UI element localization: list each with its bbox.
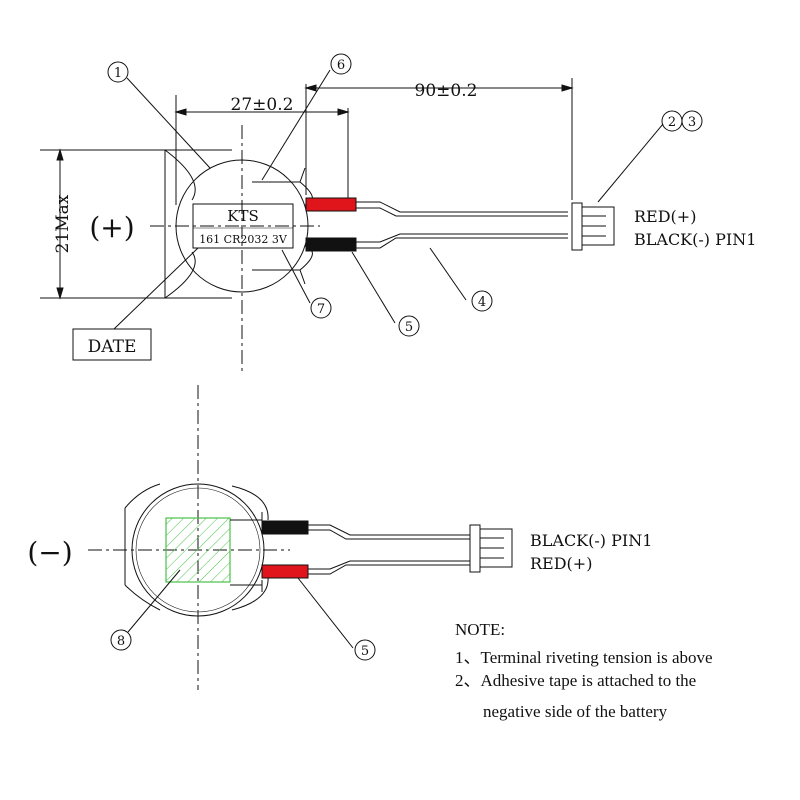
cell-code-text: 161 CR2032 3V [199, 233, 288, 246]
black-wire-label-bottom: BLACK(-) PIN1 [530, 531, 652, 550]
balloon-8 [110, 629, 132, 651]
red-wire [356, 201, 568, 217]
connector-housing [469, 524, 481, 573]
arrow [174, 108, 187, 116]
balloon-5-number: 5 [405, 320, 413, 335]
arrow [337, 108, 350, 116]
positive-polarity-label: (+) [89, 211, 134, 244]
red-wire-label-bottom: RED(+) [530, 554, 592, 573]
balloons [107, 53, 703, 661]
note-title: NOTE: [455, 620, 506, 639]
note-line-3: negative side of the battery [483, 702, 668, 721]
balloon-3-number: 3 [688, 115, 696, 130]
balloon-1-number: 1 [114, 66, 122, 81]
leader-6 [261, 69, 331, 181]
balloon-1 [107, 61, 129, 83]
balloon-2-number: 2 [668, 115, 676, 130]
date-label: DATE [88, 337, 137, 357]
balloon-5 [398, 315, 420, 337]
top-view [40, 69, 664, 375]
connector-housing [571, 202, 583, 251]
date-box [72, 328, 152, 361]
tab-outline [230, 512, 263, 592]
red-wire [308, 560, 470, 575]
cell-label-box [192, 203, 294, 249]
black-sleeve [305, 237, 357, 252]
holder-outline [124, 483, 269, 611]
balloon-7 [310, 297, 332, 319]
balloon-3 [681, 110, 703, 132]
lead-length-dimension: 90±0.2 [415, 81, 478, 101]
bottom-view [88, 385, 513, 690]
note-line-1: 1、Terminal riveting tension is above [455, 648, 713, 667]
width-dimension: 27±0.2 [231, 95, 294, 115]
black-wire [308, 524, 470, 540]
black-sleeve [261, 520, 309, 535]
leader-5 [351, 251, 396, 324]
balloon-numbers: 1 6 2 3 4 5 7 8 5 [114, 58, 696, 659]
red-sleeve [261, 564, 309, 579]
tab-outline [252, 167, 313, 285]
black-wire [356, 233, 568, 249]
leader-4 [429, 247, 467, 301]
arrow [561, 84, 574, 92]
balloon-8-number: 8 [117, 634, 125, 649]
balloon-4 [471, 290, 493, 312]
arrow [304, 84, 317, 92]
battery-cell [131, 483, 265, 617]
red-wire-label: RED(+) [634, 207, 696, 226]
leader-5b [297, 577, 354, 649]
leader-1 [126, 77, 211, 169]
black-wire-label: BLACK(-) PIN1 [634, 230, 756, 249]
balloon-6-number: 6 [337, 58, 345, 73]
height-dimension: 21Max [53, 194, 73, 253]
battery-cell-inner [135, 487, 261, 613]
negative-polarity-label: (−) [27, 536, 72, 569]
leader-23 [597, 123, 664, 203]
arrow [56, 148, 64, 161]
cell-brand-text: KTS [227, 207, 259, 225]
adhesive-tape [165, 517, 231, 583]
balloon-5b [354, 639, 376, 661]
leader-date [113, 247, 199, 330]
note-line-2: 2、Adhesive tape is attached to the [455, 671, 697, 690]
arrow [56, 287, 64, 300]
leader-7 [281, 249, 311, 304]
leader-8 [127, 569, 181, 633]
balloon-5b-number: 5 [361, 644, 369, 659]
battery-cell [175, 159, 309, 293]
balloon-4-number: 4 [478, 295, 486, 310]
red-sleeve [305, 197, 357, 212]
balloon-7-number: 7 [317, 302, 325, 317]
balloon-6 [330, 53, 352, 75]
